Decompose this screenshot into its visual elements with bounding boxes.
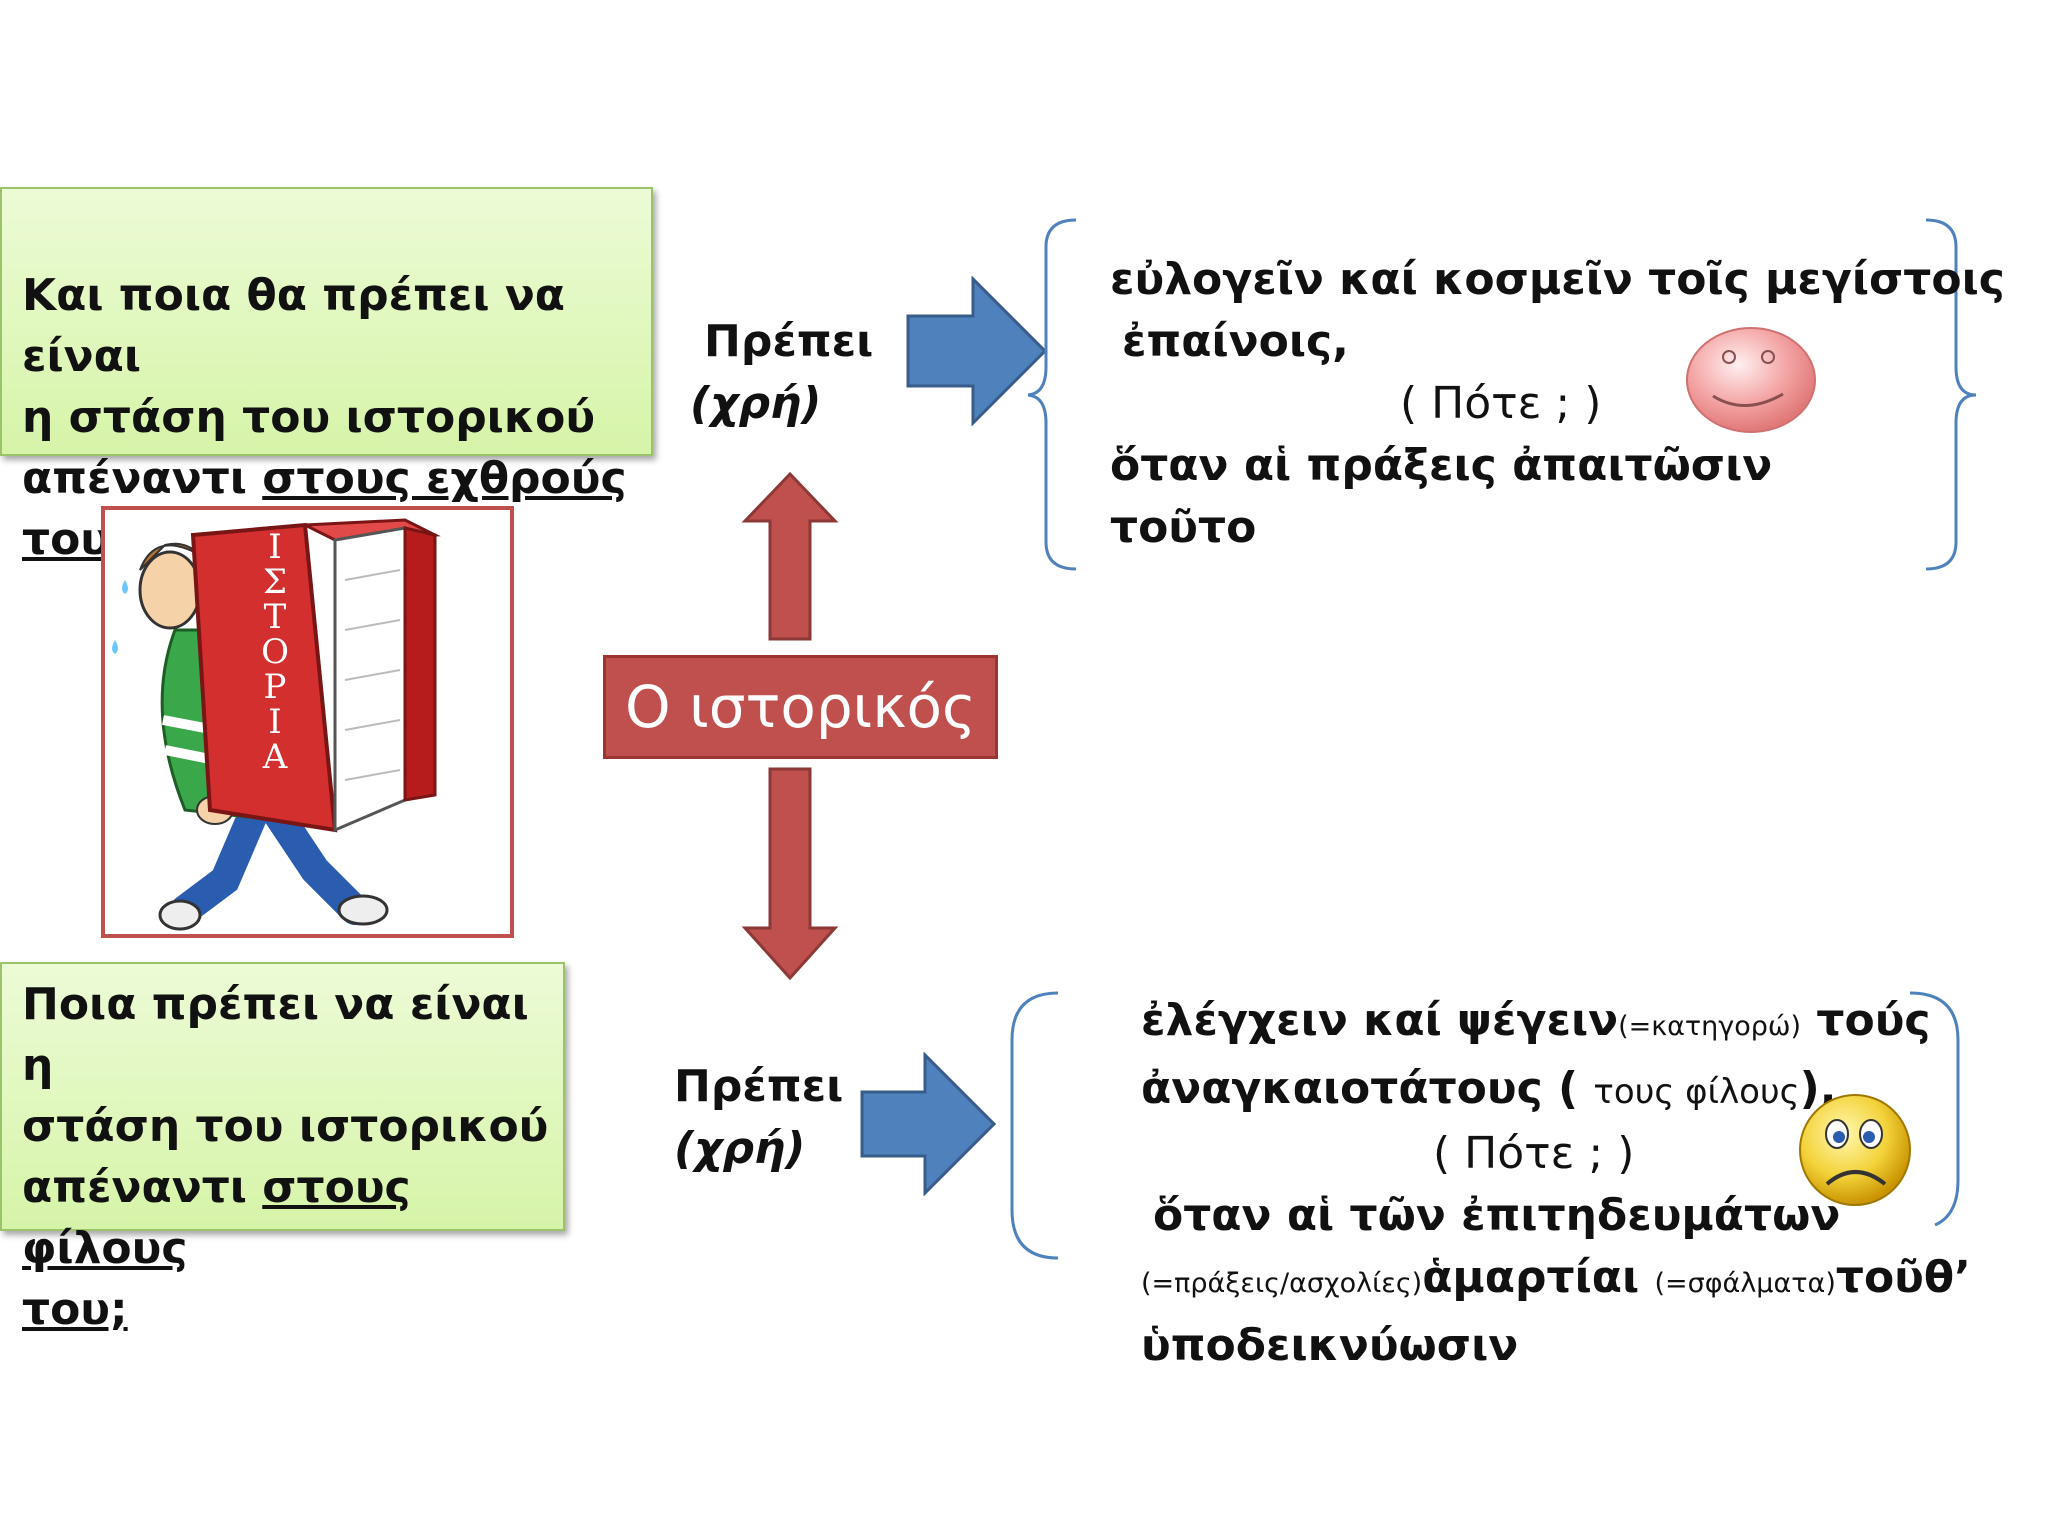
historian-center-box: Ο ιστορικός [603, 655, 998, 759]
friends-gloss-4: (=σφάλματα) [1654, 1268, 1836, 1299]
enemies-answer-text: εὐλογεῖν καί κοσμεῖν τοῖς μεγίστοις ἐπαί… [1110, 249, 2005, 559]
friends-question-line-4: του; [22, 1284, 128, 1335]
up-arrow-icon [741, 471, 839, 641]
enemies-question-line-3-plain: απέναντι [22, 453, 263, 504]
history-book-illustration: ΙΣΤΟΡΙΑ [101, 506, 514, 938]
friends-answer-line-4a: ἁμαρτίαι [1422, 1252, 1655, 1303]
friends-answer-line-1b: τούς [1801, 995, 1931, 1046]
bottom-braces [1010, 991, 1960, 1260]
friends-question-line-1: Ποια πρέπει να είναι η [22, 979, 529, 1091]
friends-answer-line-4b: τοῦθ’ [1835, 1252, 1971, 1303]
friends-gloss-1: (=κατηγορώ) [1618, 1011, 1802, 1042]
top-prepei-word: Πρέπει [704, 316, 874, 367]
top-prepei-label: Πρέπει (χρή) [690, 311, 873, 435]
enemies-answer-line-4: τοῦτο [1110, 502, 1257, 553]
enemies-answer-line-3: ὅταν αἱ πράξεις ἀπαιτῶσιν [1110, 440, 1773, 491]
enemies-question-box: Και ποια θα πρέπει να είναι η στάση του … [0, 187, 653, 565]
sad-face-icon [1799, 1094, 1911, 1206]
friends-answer-line-4: (=πράξεις/ασχολίες)ἁμαρτίαι (=σφάλματα)τ… [1141, 1247, 1971, 1315]
friends-answer-line-1: ἐλέγχειν καί ψέγειν(=κατηγορώ) τούς [1141, 990, 1971, 1058]
bottom-right-arrow-icon [860, 1052, 997, 1196]
enemies-pote: ( Πότε ; ) [1400, 378, 1602, 429]
friends-answer-line-5: ὑποδεικνύωσιν [1141, 1320, 1519, 1371]
friends-gloss-3: (=πράξεις/ασχολίες) [1141, 1268, 1423, 1299]
enemies-answer-line-1: εὐλογεῖν καί κοσμεῖν τοῖς μεγίστοις [1110, 254, 2005, 305]
enemies-question-line-2: η στάση του ιστορικού [22, 392, 596, 443]
friends-question-underlined: στους φίλους [22, 1162, 411, 1274]
friends-answer-line-3: ὅταν αἱ τῶν ἐπιτηδευμάτων [1153, 1190, 1841, 1241]
enemies-answer-line-2: ἐπαίνοις, [1122, 316, 1349, 367]
friends-question-line-3-plain: απέναντι [22, 1162, 263, 1213]
bottom-prepei-word: Πρέπει [674, 1061, 844, 1112]
friends-answer-text: ἐλέγχειν καί ψέγειν(=κατηγορώ) τούς ἀναγ… [1141, 990, 1971, 1377]
book-spine-title: ΙΣΤΟΡΙΑ [261, 527, 289, 777]
friends-gloss-2: τους φίλους [1593, 1072, 1800, 1112]
friends-question-box: Ποια πρέπει να είναι η στάση του ιστορικ… [0, 962, 565, 1335]
friends-question-line-2: στάση του ιστορικού [22, 1101, 549, 1152]
enemies-question-line-1: Και ποια θα πρέπει να είναι [22, 270, 566, 382]
bottom-prepei-gloss: (χρή) [674, 1123, 806, 1174]
friends-answer-line-2a: ἀναγκαιοτάτους ( [1141, 1063, 1594, 1114]
smiley-face-icon [1686, 327, 1816, 433]
enemies-question-line-3: απέναντι στους εχθρούς του [22, 448, 651, 570]
top-right-arrow-icon [906, 276, 1048, 426]
top-braces [1028, 218, 1977, 571]
friends-pote: ( Πότε ; ) [1433, 1128, 1635, 1179]
history-book-icon [112, 518, 441, 931]
down-arrow-icon [741, 767, 839, 981]
friends-answer-line-2: ἀναγκαιοτάτους ( τους φίλους), [1141, 1058, 1971, 1123]
friends-question-line-3: απέναντι στους φίλους [22, 1157, 563, 1279]
top-prepei-gloss: (χρή) [690, 378, 822, 429]
enemies-question-underlined: στους εχθρούς του [22, 453, 627, 565]
friends-answer-line-1a: ἐλέγχειν καί ψέγειν [1141, 995, 1619, 1046]
bottom-prepei-label: Πρέπει (χρή) [674, 1056, 843, 1180]
